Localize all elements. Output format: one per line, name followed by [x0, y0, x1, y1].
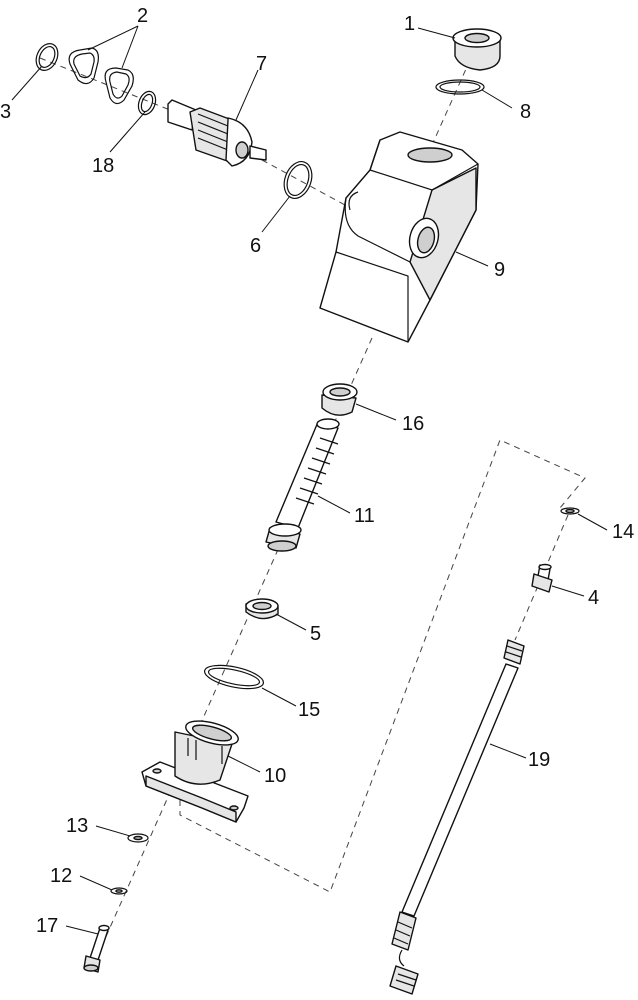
callout-5: 5: [310, 623, 321, 645]
part-18-oring: [137, 90, 157, 116]
part-1-bushing: [452, 28, 502, 71]
callout-16: 16: [402, 413, 424, 435]
callout-13: 13: [66, 815, 88, 837]
part-11-spring-piston: [265, 418, 340, 552]
part-7-gear-shaft: [167, 99, 267, 167]
part-14-seal: [560, 507, 580, 515]
callout-15: 15: [298, 699, 320, 721]
part-8-oring: [435, 79, 485, 95]
part-3-retaining-ring: [35, 43, 59, 71]
callout-9: 9: [494, 259, 505, 281]
part-4-fitting: [531, 563, 553, 593]
part-15-oring: [203, 664, 265, 690]
callout-7: 7: [256, 53, 267, 75]
part-10-flange-base: [141, 720, 249, 823]
callout-10: 10: [264, 765, 286, 787]
callout-17: 17: [36, 915, 58, 937]
callout-19: 19: [528, 749, 550, 771]
callout-1: 1: [404, 13, 415, 35]
part-9-housing: [319, 131, 479, 343]
part-17-bolt: [83, 924, 110, 973]
callout-4: 4: [588, 587, 599, 609]
callout-6: 6: [250, 235, 261, 257]
callout-2: 2: [137, 5, 148, 27]
part-2-seals: [68, 47, 134, 105]
callout-labels: 1 2 3 4 5 6 7 8 9 10 11 12 13 14 15 16 1…: [0, 5, 634, 937]
part-19-hose: [389, 639, 525, 995]
part-6-oring: [283, 161, 313, 199]
part-16-sleeve: [321, 383, 358, 416]
leader-lines: [11, 25, 608, 935]
callout-3: 3: [0, 101, 11, 123]
part-13-washer: [127, 833, 149, 843]
part-12-washer: [110, 887, 128, 895]
callout-8: 8: [520, 101, 531, 123]
part-5-washer: [245, 598, 279, 620]
callout-14: 14: [612, 521, 634, 543]
callout-11: 11: [354, 505, 375, 527]
callout-12: 12: [50, 865, 72, 887]
callout-18: 18: [92, 155, 114, 177]
